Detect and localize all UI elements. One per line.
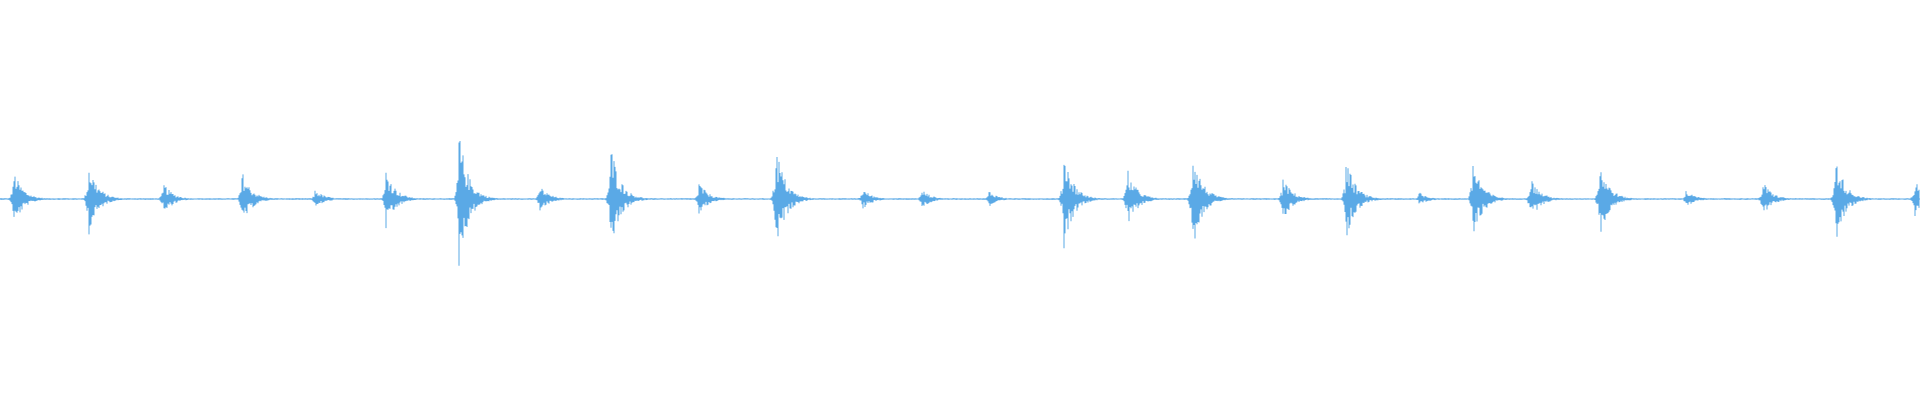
waveform-body	[0, 141, 1920, 266]
